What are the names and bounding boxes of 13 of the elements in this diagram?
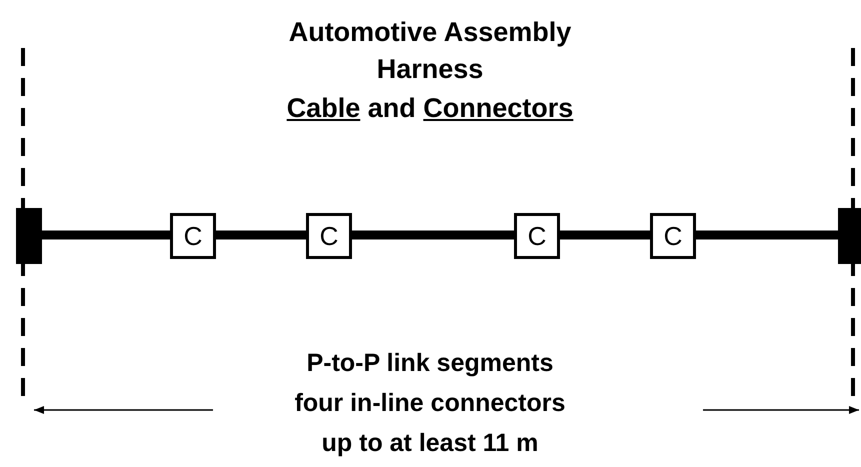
cable-line xyxy=(560,230,650,240)
connector-box: C xyxy=(514,213,560,259)
cable-end-plug xyxy=(16,208,42,264)
cable-end-plug xyxy=(838,208,861,264)
diagram-subtitle: Cable and Connectors xyxy=(286,92,574,125)
connector-box: C xyxy=(650,213,696,259)
cable-line xyxy=(216,230,306,240)
dimension-label: P-to-P link segments four in-line connectors up to at least 11 m xyxy=(294,348,566,459)
connector-box: C xyxy=(170,213,216,259)
cable-line xyxy=(696,230,838,240)
connector-box: C xyxy=(306,213,352,259)
cable-line xyxy=(352,230,514,240)
cable-line xyxy=(42,230,170,240)
